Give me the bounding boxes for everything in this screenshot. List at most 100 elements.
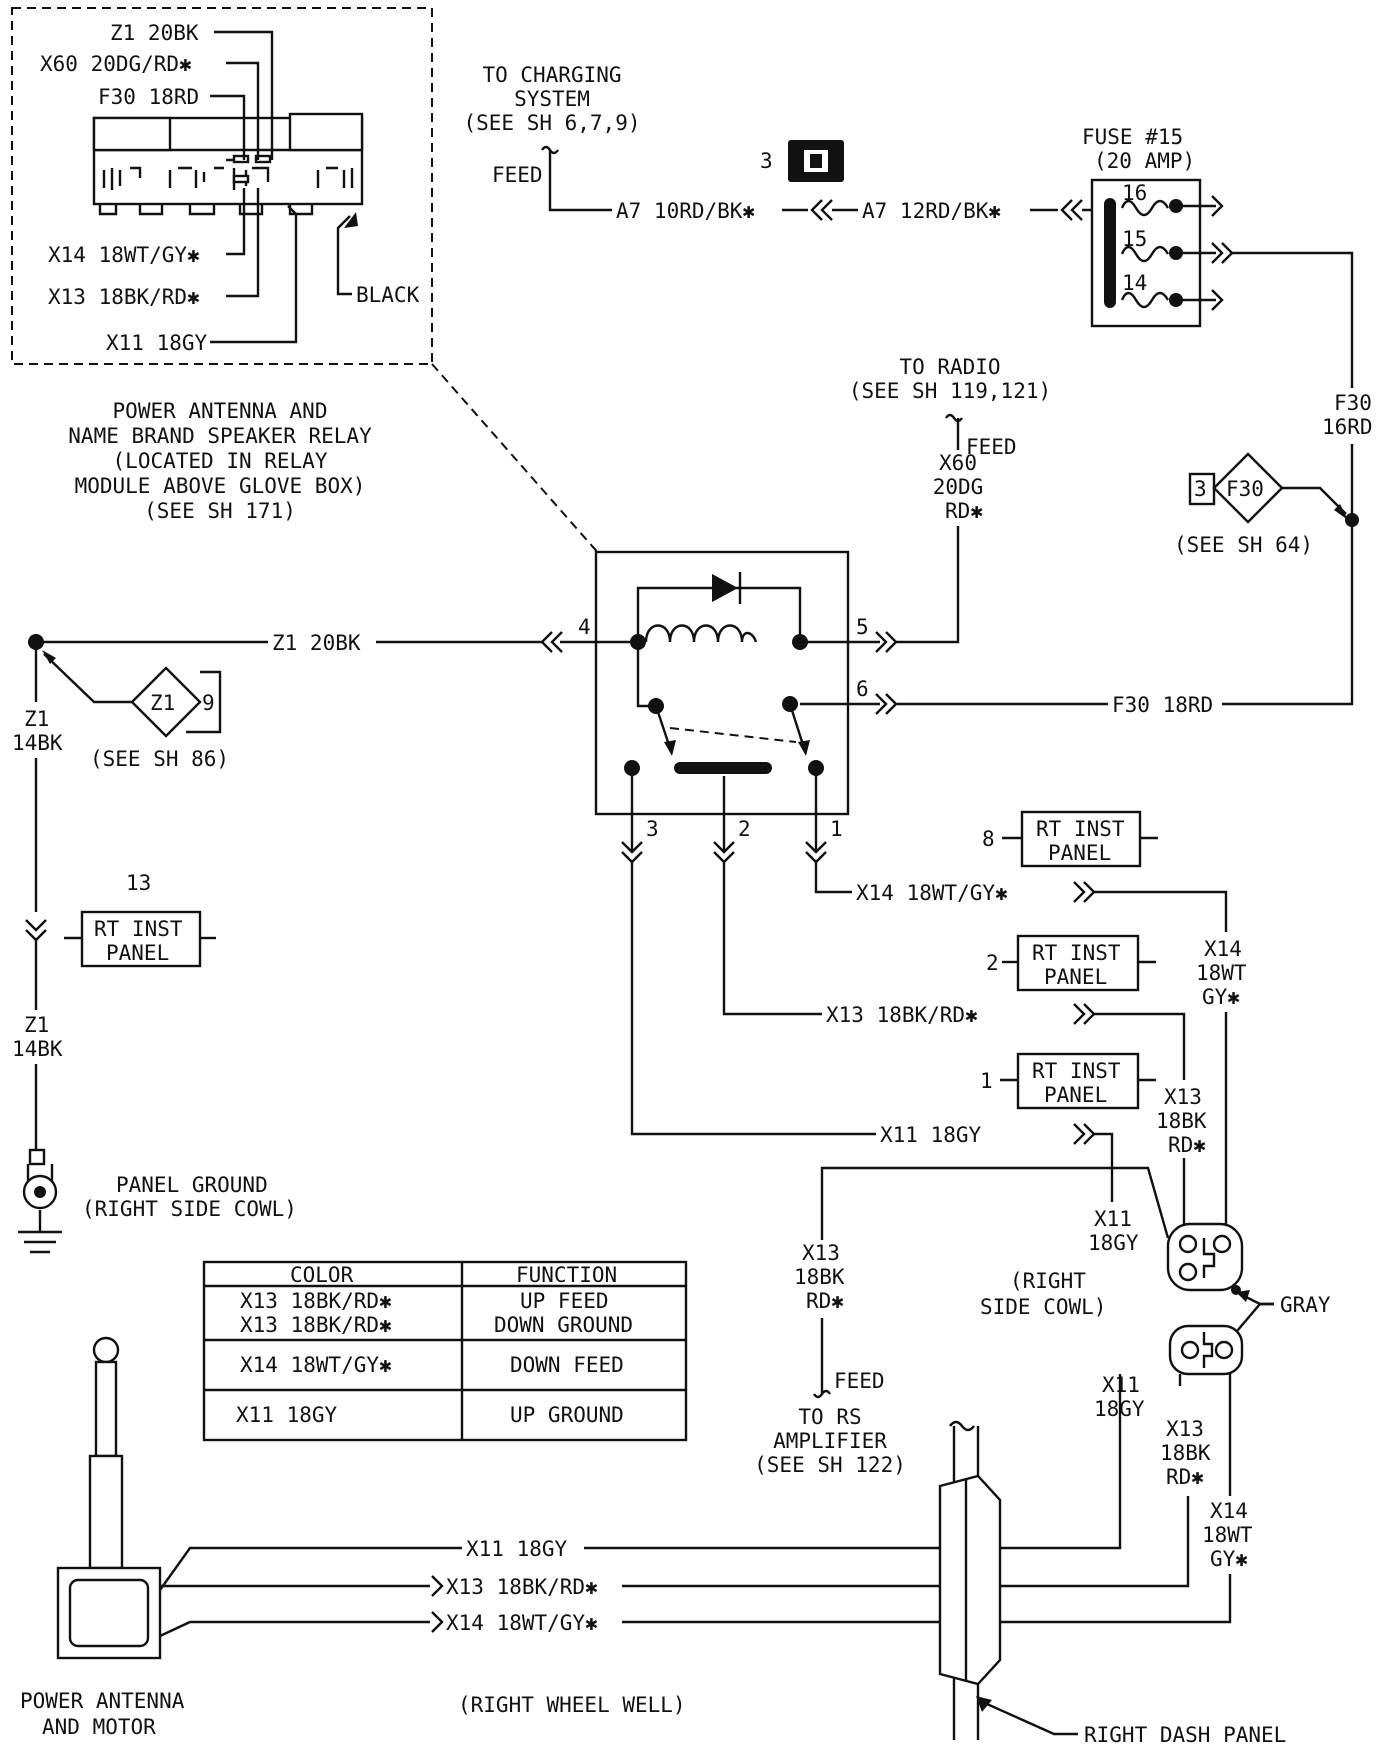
table-cell-function: UP GROUND (510, 1403, 624, 1427)
wire-x14-a: X14 (1204, 937, 1242, 961)
panel-ground-label: (RIGHT SIDE COWL) (82, 1197, 297, 1221)
f30-splice: 3 F30 (SEE SH 64) (1174, 452, 1348, 557)
f30-splice-dot (1345, 513, 1359, 527)
wire-x14-b: GY✱ (1210, 1547, 1248, 1571)
wire-x14-b: X14 (1210, 1499, 1248, 1523)
inset-x60-label: X60 20DG/RD✱ (40, 52, 192, 76)
connector-icon (788, 140, 844, 182)
splice-z1-ref: (SEE SH 86) (90, 747, 229, 771)
ground-circuit: Z1 9 (SEE SH 86) Z1 14BK 13 RT INST PANE… (12, 634, 297, 1254)
wire-x14-main: X14 18WT/GY✱ (856, 881, 1008, 905)
wire-x13-a: RD✱ (1168, 1133, 1206, 1157)
splice-z1-label: Z1 (150, 691, 175, 715)
fuse-rating: (20 AMP) (1094, 149, 1195, 173)
ground-panel-label: PANEL (106, 941, 169, 965)
relay-pin-5: 5 (856, 615, 869, 639)
wire-x60-20dg: X60 (939, 451, 977, 475)
table-header-function: FUNCTION (516, 1263, 617, 1287)
wire-x13-a: X13 (1164, 1085, 1202, 1109)
wire-x13-amp: 18BK (794, 1265, 845, 1289)
relay-caption-line: (SEE SH 171) (144, 499, 296, 523)
ground-panel-label: RT INST (94, 917, 183, 941)
wire-x13-b: RD✱ (1166, 1465, 1204, 1489)
cowl-label: SIDE COWL) (980, 1295, 1106, 1319)
ground-symbol-icon (18, 1230, 62, 1254)
relay-pin-6: 6 (856, 677, 869, 701)
wire-a7-12rd: A7 12RD/BK✱ (862, 199, 1001, 223)
fuse-15: FUSE #15 (20 AMP) 16 15 14 (1082, 125, 1354, 388)
inset-black-label: BLACK (356, 283, 420, 307)
wire-x60-20dg: RD✱ (945, 499, 983, 523)
motor-label: AND MOTOR (42, 1715, 156, 1739)
rt-inst-panel-num: 8 (982, 827, 995, 851)
table-header-color: COLOR (290, 1263, 354, 1287)
radio-feed-label: FEED (966, 435, 1017, 459)
splice-f30-ref: (SEE SH 64) (1174, 533, 1313, 557)
wire-z1-14bk-top: 14BK (12, 731, 63, 755)
relay-caption: POWER ANTENNA AND NAME BRAND SPEAKER REL… (68, 399, 372, 523)
relay-block (92, 112, 364, 216)
relay-caption-line: MODULE ABOVE GLOVE BOX) (75, 474, 366, 498)
rt-inst-panel-num: 1 (980, 1069, 993, 1093)
wire-x13-amp: X13 (802, 1241, 840, 1265)
radio-line: (SEE SH 119,121) (849, 379, 1051, 403)
rt-inst-panel-8: 8 RT INST PANEL (982, 810, 1158, 868)
rt-inst-panel-label: PANEL (1044, 1083, 1107, 1107)
dash-panel-label: RIGHT DASH PANEL (1084, 1723, 1286, 1746)
rt-inst-panel-label: RT INST (1036, 817, 1125, 841)
relay-caption-line: POWER ANTENNA AND (113, 399, 328, 423)
relay-schematic: 4 5 6 3 2 1 (540, 550, 898, 864)
bottom-wire-x14: X14 18WT/GY✱ (446, 1611, 598, 1635)
wire-x13-amp: RD✱ (806, 1289, 844, 1313)
wire-z1-14bk-top: Z1 (24, 707, 49, 731)
charging-feed: TO CHARGING SYSTEM (SEE SH 6,7,9) FEED A… (463, 63, 1108, 223)
wire-x11-main: X11 18GY (880, 1123, 982, 1147)
table-cell-function: DOWN FEED (510, 1353, 624, 1377)
cowl-connector-lower (1168, 1324, 1244, 1376)
relay-inset: Z1 20BK X60 20DG/RD✱ F30 18RD X14 18WT/G… (11, 7, 601, 556)
color-function-table: COLOR FUNCTION X13 18BK/RD✱ X13 18BK/RD✱… (202, 1260, 688, 1442)
wire-x14-b: 18WT (1202, 1523, 1253, 1547)
wire-x13-a: 18BK (1156, 1109, 1207, 1133)
charging-line: (SEE SH 6,7,9) (463, 111, 640, 135)
relay-coil-icon (644, 624, 758, 643)
inset-x13-label: X13 18BK/RD✱ (48, 285, 200, 309)
inset-leader (431, 363, 601, 556)
table-cell-function: DOWN GROUND (494, 1313, 633, 1337)
panel-ground-label: PANEL GROUND (116, 1173, 268, 1197)
amplifier-line: (SEE SH 122) (754, 1453, 906, 1477)
table-cell-function: UP FEED (520, 1289, 609, 1313)
table-cell-color: X13 18BK/RD✱ (240, 1289, 392, 1313)
table-cell-color: X14 18WT/GY✱ (240, 1353, 392, 1377)
wire-f30-16rd-gauge: 16RD (1322, 415, 1373, 439)
bottom-wire-x11: X11 18GY (466, 1537, 568, 1561)
fuse-pin-14: 14 (1122, 271, 1147, 295)
wire-x11-a: 18GY (1088, 1231, 1139, 1255)
ground-terminal-icon (22, 1148, 58, 1232)
bottom-wire-x13: X13 18BK/RD✱ (446, 1575, 598, 1599)
inset-border (11, 7, 433, 365)
rt-inst-panel-label: RT INST (1032, 1059, 1121, 1083)
relay-pin-4: 4 (578, 615, 591, 639)
rt-inst-panel-num: 2 (986, 951, 999, 975)
splice-z1-num: 9 (202, 691, 215, 715)
wire-z1-14bk-bottom: Z1 (24, 1013, 49, 1037)
charging-line: SYSTEM (514, 87, 590, 111)
wire-x13-b: 18BK (1160, 1441, 1211, 1465)
radio-feed: TO RADIO (SEE SH 119,121) X60 20DG RD✱ (849, 355, 1051, 523)
charging-line: TO CHARGING (482, 63, 621, 87)
amplifier-line: TO RS (798, 1405, 861, 1429)
cowl-connector-upper (1166, 1222, 1244, 1295)
motor-label: POWER ANTENNA (20, 1689, 185, 1713)
dash-grommet (938, 1420, 1002, 1740)
power-antenna-motor (56, 1336, 162, 1660)
wire-z1-20bk: Z1 20BK (272, 631, 361, 655)
table-cell-color: X11 18GY (236, 1403, 338, 1427)
wire-z1-14bk-bottom: 14BK (12, 1037, 63, 1061)
inset-z1-label: Z1 20BK (110, 21, 199, 45)
amplifier-line: AMPLIFIER (773, 1429, 887, 1453)
table-cell-color: X13 18BK/RD✱ (240, 1313, 392, 1337)
wire-f30-16rd-name: F30 (1334, 391, 1372, 415)
inset-f30-label: F30 18RD (98, 85, 199, 109)
splice-f30-label: F30 (1226, 477, 1264, 501)
